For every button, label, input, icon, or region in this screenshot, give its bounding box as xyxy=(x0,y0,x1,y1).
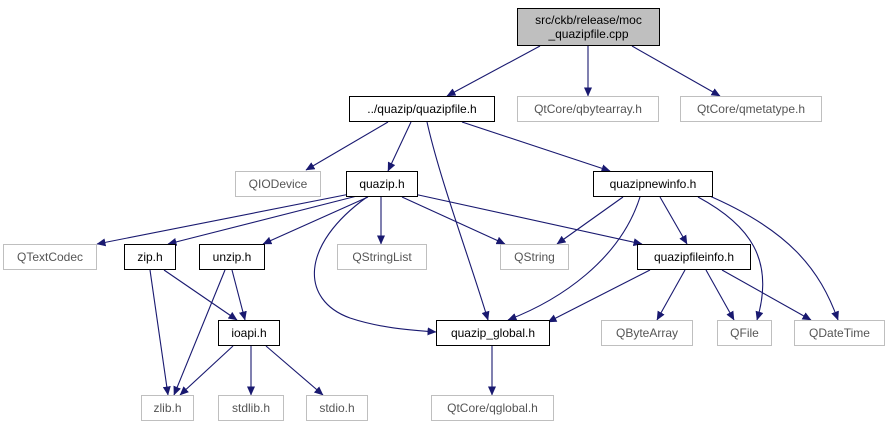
edge-quazip-quazipfileinfo xyxy=(413,193,643,247)
edge-quazip-quazipglobal xyxy=(314,196,437,336)
edge-zip-zlib xyxy=(149,269,171,396)
edge-quazip-unzip xyxy=(262,196,369,245)
node-qstringlist: QStringList xyxy=(337,244,427,270)
edge-root-qmetatype xyxy=(631,45,721,97)
edge-quazipnewinfo-qstring xyxy=(556,196,624,245)
edge-quazipfile-quazipnewinfo xyxy=(461,121,611,173)
edge-root-quazipfile xyxy=(446,45,541,97)
edge-quazip-qstring xyxy=(401,196,506,245)
edge-quazip-zip xyxy=(167,195,358,246)
edge-unzip-zlib xyxy=(173,269,226,396)
node-qbytearray: QByteArray xyxy=(601,320,693,346)
node-qstring: QString xyxy=(500,244,569,270)
edge-unzip-ioapi xyxy=(231,269,247,321)
node-qglobal-h: QtCore/qglobal.h xyxy=(431,395,554,421)
edge-quazip-qtextcodec xyxy=(96,193,351,247)
node-qbytearray-h: QtCore/qbytearray.h xyxy=(517,96,659,122)
edge-quazipfile-qiodevice xyxy=(305,121,389,171)
node-stdio-h: stdio.h xyxy=(306,395,368,421)
edge-quazipfileinfo-qbytearray xyxy=(656,269,686,321)
node-unzip-h[interactable]: unzip.h xyxy=(199,244,265,270)
node-root-moc-quazipfile-cpp: src/ckb/release/moc _quazipfile.cpp xyxy=(517,8,660,46)
node-quazipfileinfo-h[interactable]: quazipfileinfo.h xyxy=(637,244,751,270)
edge-quazipnewinfo-qdatetime xyxy=(704,193,839,321)
node-qmetatype-h: QtCore/qmetatype.h xyxy=(680,96,822,122)
edge-ioapi-stdio xyxy=(265,345,324,396)
edge-quazipnewinfo-quazipglobal xyxy=(507,196,641,321)
edge-ioapi-zlib xyxy=(179,345,234,396)
node-ioapi-h[interactable]: ioapi.h xyxy=(218,320,280,346)
node-qfile: QFile xyxy=(717,320,772,346)
edge-quazipnewinfo-quazipfileinfo xyxy=(659,196,688,245)
node-quazipnewinfo-h[interactable]: quazipnewinfo.h xyxy=(593,171,713,197)
node-quazipfile-h[interactable]: ../quazip/quazipfile.h xyxy=(349,96,495,122)
node-zlib-h: zlib.h xyxy=(141,395,194,421)
edge-quazipfile-quazipglobal xyxy=(426,121,490,321)
node-qdatetime: QDateTime xyxy=(794,320,885,346)
node-qiodevice: QIODevice xyxy=(235,171,321,197)
edge-quazipfileinfo-quazipglobal xyxy=(547,269,651,323)
edge-zip-ioapi xyxy=(163,269,238,321)
edge-quazipfileinfo-qdatetime xyxy=(721,269,812,321)
edges xyxy=(96,45,839,396)
node-zip-h[interactable]: zip.h xyxy=(124,244,176,270)
node-quazip-h[interactable]: quazip.h xyxy=(346,171,418,197)
edge-quazipnewinfo-qfile xyxy=(697,196,764,321)
node-stdlib-h: stdlib.h xyxy=(218,395,284,421)
node-quazip-global-h[interactable]: quazip_global.h xyxy=(436,320,550,346)
node-qtextcodec: QTextCodec xyxy=(3,244,97,270)
edge-quazipfile-quazip xyxy=(387,121,412,172)
edge-quazipfileinfo-qfile xyxy=(705,269,735,321)
